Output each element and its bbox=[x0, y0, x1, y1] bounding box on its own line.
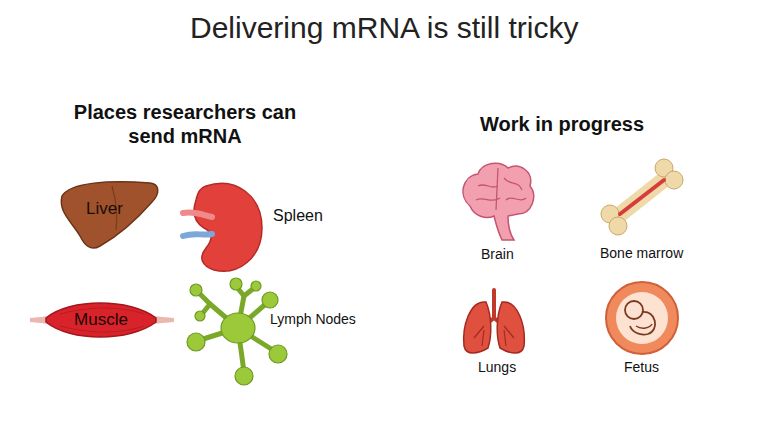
organ-label: Fetus bbox=[624, 359, 659, 376]
muscle-icon bbox=[30, 303, 174, 337]
lymph-node-blobs bbox=[187, 278, 287, 385]
liver-organ: Liver bbox=[82, 197, 127, 222]
bone-icon bbox=[601, 159, 683, 235]
organ-label: Bone marrow bbox=[600, 245, 683, 262]
muscle-organ: Muscle bbox=[70, 308, 132, 333]
organ-name: Liver bbox=[86, 199, 123, 219]
organ-name: Muscle bbox=[74, 310, 128, 330]
column-heading: Places researchers can send mRNA bbox=[60, 100, 310, 148]
brain-icon bbox=[463, 163, 534, 240]
organ-label: Spleen bbox=[273, 206, 323, 225]
fetus-icon bbox=[606, 282, 678, 354]
slide-title: Delivering mRNA is still tricky bbox=[190, 10, 578, 46]
column-heading: Work in progress bbox=[480, 112, 644, 136]
organ-label: Brain bbox=[481, 246, 514, 263]
liver-icon bbox=[61, 182, 157, 248]
lungs-icon bbox=[464, 290, 525, 353]
organ-label: Lungs bbox=[478, 359, 516, 376]
organ-label: Lymph Nodes bbox=[270, 311, 356, 328]
spleen-icon bbox=[183, 183, 262, 271]
